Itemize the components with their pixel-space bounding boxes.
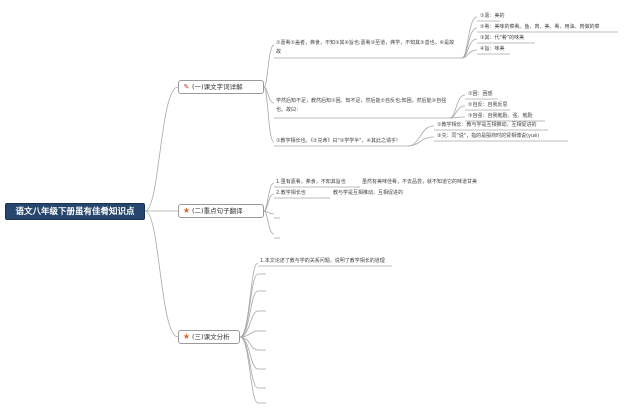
detail-node[interactable]: ②自反：自我反思 [468,102,508,108]
section-translation[interactable]: ★(二)重点句子翻译 [178,204,264,218]
translation-node[interactable]: 虽然有美味佳肴，不去品尝，就不知道它的味道甘美 [362,179,478,185]
topic-node[interactable]: ①教学相长也。《②兑命》曰"③学学半"，④其此之谓乎! [276,138,399,144]
detail-node[interactable]: ①嘉：美的 [480,13,505,19]
section-label: (三)课文分析 [192,333,230,341]
section-label: (一)课文字词详解 [192,83,243,91]
detail-node[interactable]: ③兑：同"说"，指的是殷商时的贤相傅说(yuè) [437,133,540,139]
detail-node[interactable]: ①困：困惑 [468,91,493,97]
pencil-icon: ✎ [183,83,190,91]
sentence-node[interactable]: 1.虽有嘉肴，弗食，不知其旨也 [276,179,346,185]
detail-node[interactable]: ④旨：味美 [480,46,505,52]
topic-node-cont: 也。故曰： [276,107,302,113]
section-label: (二)重点句子翻译 [192,207,243,215]
detail-node[interactable]: ①教学相长：教与学是互相推动、互相促进的 [437,122,537,128]
topic-node[interactable]: ①嘉肴②盖者，弗食，不知③其④旨也;嘉肴③至道，弗学，不知其⑤善也。⑥是故 [276,40,455,46]
detail-node[interactable]: ②肴：美味的菜肴。鱼、肉、美、肴、用油、肉做的菜 [480,24,600,30]
topic-node-cont: 故 [276,49,282,55]
star-icon: ★ [182,206,191,215]
section-analysis[interactable]: ★(三)课文分析 [178,330,240,344]
detail-node[interactable]: ③其：代"肴"的味美 [480,35,525,41]
detail-node[interactable]: ③自强：自我勉励、强、勉励 [468,113,533,119]
topic-node[interactable]: 学然后知不足，教然后知①困。知不足，然后能②自反也;知困，然后能③自强 [276,98,447,104]
translation-node[interactable]: 教与学是互相推动、互相促进的 [333,190,404,196]
analysis-node[interactable]: 1.本文论述了教与学的关系问题，说明了教学相长的道理 [260,258,385,264]
sentence-node[interactable]: 2.教学相长也 [276,190,306,196]
root-topic[interactable]: 语文八年级下册虽有佳肴知识点 [5,203,145,220]
star-icon: ★ [182,332,191,341]
section-vocabulary[interactable]: ✎(一)课文字词详解 [178,80,264,94]
